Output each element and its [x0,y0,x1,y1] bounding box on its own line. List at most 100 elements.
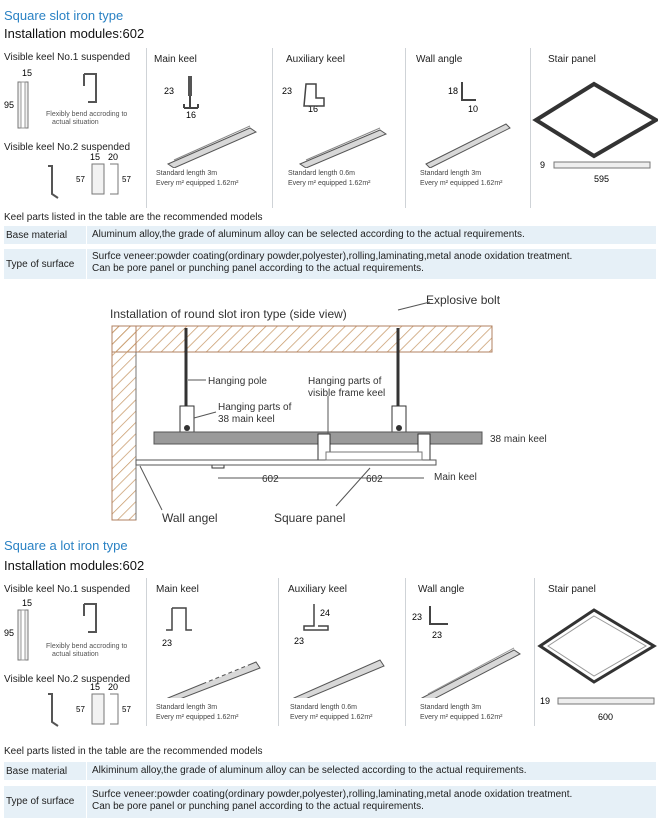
visible-keel-2-drawing: 15 20 57 57 [48,152,131,199]
surface-row [4,249,656,279]
hanging-parts-38-label: 38 main keel [218,414,275,425]
dim-label: 23 [412,612,422,622]
surface-value: Surfce veneer:powder coating(ordinary po… [92,251,573,262]
dim-label: 95 [4,628,14,638]
visible-keel-1-label: Visible keel No.1 suspended [4,52,131,63]
main-keel-38-label: 38 main keel [490,434,547,445]
dim-label: 15 [90,152,100,162]
surface-label: Type of surface [6,796,75,807]
dim-label: 57 [76,705,85,714]
visible-keel-2-drawing: 15 20 57 57 [48,682,131,727]
base-material-value: Alkiminum alloy,the grade of aluminum al… [92,765,527,776]
dim-label: 23 [164,86,174,96]
main-keel-label: Main keel [434,472,477,483]
bend-note: Flexibly bend accroding to [46,643,127,650]
main-keel-drawing: 23 16 [164,76,258,168]
aux-keel-spec: Every m² equipped 1.62m² [290,714,373,721]
dim-label: 57 [76,175,85,184]
wall-angle-spec: Every m² equipped 1.62m² [420,180,503,187]
visible-keel-2-label: Visible keel No.2 suspended [4,674,131,685]
hanging-parts-38-label: Hanging parts of [218,402,292,413]
wall-angle-spec: Every m² equipped 1.62m² [420,714,503,721]
dim-label: 600 [598,712,613,722]
aux-keel-spec: Every m² equipped 1.62m² [288,180,371,187]
dim-label: 57 [122,175,131,184]
main-keel-drawing: 23 [162,607,261,698]
dim-label: 15 [22,68,32,78]
aux-keel-drawing: 23 16 [282,83,388,168]
base-material-label: Base material [6,230,68,241]
base-material-row [4,226,656,244]
dim-label: 24 [320,608,330,618]
bend-note: Flexibly bend accroding to [46,111,127,118]
visible-keel-2-label: Visible keel No.2 suspended [4,142,131,153]
main-keel-spec: Every m² equipped 1.62m² [156,714,239,721]
wall-angle-label: Wall angle [416,54,463,65]
bend-note: actual situation [52,119,99,126]
wall-angle-spec: Standard length 3m [420,170,482,177]
surface-value: Can be pore panel or punching panel acco… [92,801,424,812]
hanging-parts-vf-label: visible frame keel [308,388,385,399]
surface-value: Surfce veneer:powder coating(ordinary po… [92,789,573,800]
dim-label: 595 [594,174,609,184]
wall-angel-label: Wall angel [162,511,218,525]
main-keel-spec: Standard length 3m [156,704,218,711]
dim-label: 16 [186,110,196,120]
dim-label: 9 [540,160,545,170]
diagram-title: Installation of round slot iron type (si… [110,307,347,321]
hanging-pole-label: Hanging pole [208,376,267,387]
bend-note: actual situation [52,651,99,658]
hanging-parts-vf-label: Hanging parts of [308,376,382,387]
aux-keel-drawing: 24 23 [293,604,385,698]
aux-keel-label: Auxiliary keel [286,54,345,65]
section-title: Square slot iron type [4,8,124,23]
aux-keel-spec: Standard length 0.6m [288,170,355,177]
dim-602-b: 602 [366,474,383,485]
stair-panel-drawing: 19 600 [537,608,657,722]
main-keel-label: Main keel [156,584,199,595]
side-view-diagram: Installation of round slot iron type (si… [110,293,547,525]
dim-label: 15 [90,682,100,692]
dim-label: 23 [432,630,442,640]
section-title: Square a lot iron type [4,538,128,553]
aux-keel-label: Auxiliary keel [288,584,347,595]
base-material-label: Base material [6,766,68,777]
stair-panel-label: Stair panel [548,584,596,595]
visible-keel-1-drawing: 15 95 Flexibly bend accroding to actual … [4,598,127,661]
visible-keel-1-drawing: 15 95 Flexibly bend accroding to actual … [4,68,127,129]
wall-angle-label: Wall angle [418,584,465,595]
dim-label: 19 [540,696,550,706]
dim-602-a: 602 [262,474,279,485]
stair-panel-label: Stair panel [548,54,596,65]
installation-modules: Installation modules:602 [4,558,145,573]
visible-keel-1-label: Visible keel No.1 suspended [4,584,131,595]
stair-panel-drawing: 9 595 [532,81,658,184]
main-keel-spec: Every m² equipped 1.62m² [156,180,239,187]
keel-note: Keel parts listed in the table are the r… [4,212,263,223]
keel-note: Keel parts listed in the table are the r… [4,746,263,757]
dim-label: 10 [468,104,478,114]
installation-modules: Installation modules:602 [4,26,145,41]
dim-label: 95 [4,100,14,110]
dim-label: 23 [294,636,304,646]
aux-keel-spec: Standard length 0.6m [290,704,357,711]
dim-label: 57 [122,705,131,714]
base-material-row [4,762,656,780]
surface-label: Type of surface [6,259,75,270]
dim-label: 20 [108,152,118,162]
surface-value: Can be pore panel or punching panel acco… [92,263,424,274]
wall-angle-spec: Standard length 3m [420,704,482,711]
surface-row [4,786,656,818]
base-material-value: Aluminum alloy,the grade of aluminum all… [92,229,525,240]
dim-label: 23 [282,86,292,96]
square-panel-label: Square panel [274,511,345,525]
dim-label: 20 [108,682,118,692]
main-keel-label: Main keel [154,54,197,65]
dim-label: 18 [448,86,458,96]
dim-label: 16 [308,104,318,114]
wall-angle-drawing: 23 23 [412,606,521,698]
dim-label: 15 [22,598,32,608]
explosive-bolt-label: Explosive bolt [426,293,501,307]
dim-label: 23 [162,638,172,648]
wall-angle-drawing: 18 10 [425,82,511,168]
